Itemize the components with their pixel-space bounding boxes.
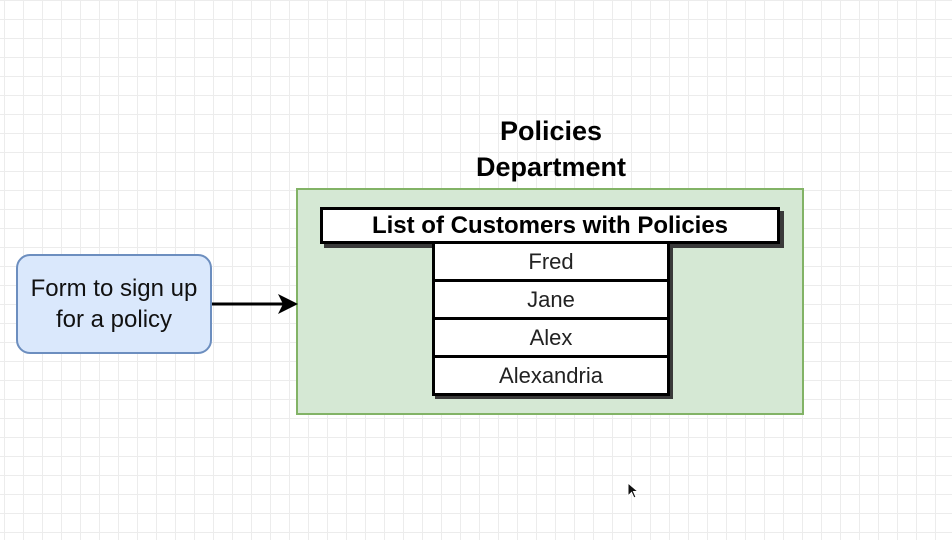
department-title-line2: Department: [475, 152, 627, 182]
customer-list-header[interactable]: List of Customers with Policies: [320, 207, 780, 244]
customer-row-alex[interactable]: Alex: [432, 320, 670, 358]
customer-row-alexandria[interactable]: Alexandria: [432, 358, 670, 396]
signup-form-node[interactable]: Form to sign up for a policy: [16, 254, 212, 354]
department-title: Policies Department: [420, 113, 682, 185]
customer-row-fred[interactable]: Fred: [432, 244, 670, 282]
mouse-cursor-icon: [627, 482, 640, 499]
customer-list: Fred Jane Alex Alexandria: [432, 244, 670, 396]
department-title-line1: Policies: [499, 116, 603, 146]
arrow-right-icon[interactable]: [212, 290, 302, 318]
customer-row-jane[interactable]: Jane: [432, 282, 670, 320]
signup-form-label: Form to sign up for a policy: [30, 275, 198, 333]
